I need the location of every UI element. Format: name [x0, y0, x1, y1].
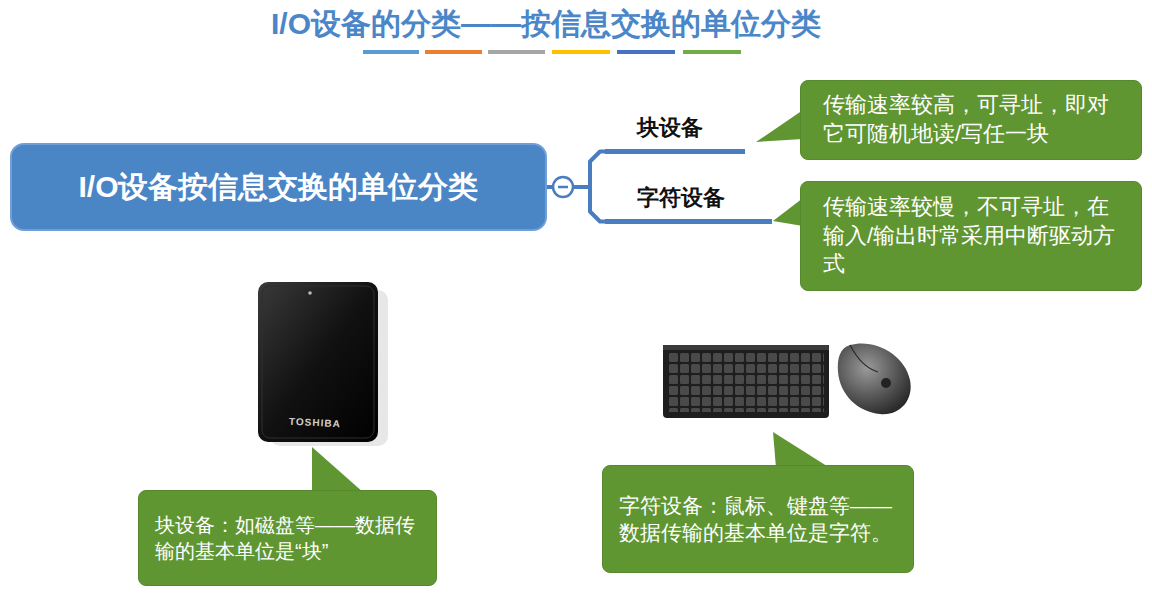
title-bar [425, 50, 482, 54]
page-title: I/O设备的分类——按信息交换的单位分类 [0, 4, 1092, 45]
mouse-seam [850, 345, 878, 372]
callout-tail [312, 447, 364, 493]
keyboard-top [663, 345, 829, 350]
callout-tail [756, 110, 803, 142]
title-bar [683, 50, 741, 54]
callout-tail [773, 198, 803, 226]
note-callout: 字符设备：鼠标、键盘等——数据传输的基本单位是字符。 [602, 465, 914, 573]
node-text: 字符设备 [637, 183, 772, 213]
disk-led [308, 291, 312, 295]
mouse-ball [881, 378, 891, 388]
node-text: 字符设备：鼠标、键盘等——数据传输的基本单位是字符。 [619, 492, 897, 547]
node-text: 传输速率较高，可寻址，即对它可随机地读/写任一块 [823, 91, 1119, 148]
callout-tail [773, 432, 830, 468]
mouse [838, 343, 911, 414]
title-bar [552, 50, 610, 54]
node-text: 块设备：如磁盘等——数据传输的基本单位是“块” [155, 512, 420, 564]
disk-edge [262, 286, 374, 438]
note-callout: 传输速率较慢，不可寻址，在输入/输出时常采用中断驱动方式 [800, 181, 1142, 291]
node-text: 传输速率较慢，不可寻址，在输入/输出时常采用中断驱动方式 [823, 193, 1119, 279]
branch-band: 块设备 [605, 106, 745, 154]
node-text: 块设备 [637, 113, 745, 143]
note-callout: 块设备：如磁盘等——数据传输的基本单位是“块” [138, 490, 437, 586]
title-bar [617, 50, 675, 54]
keyboard [663, 345, 829, 418]
title-bar [488, 50, 545, 54]
collapse-button [553, 177, 573, 197]
branch-band: 字符设备 [605, 176, 772, 224]
keyboard-keys [668, 352, 824, 412]
collapse-minus [558, 186, 568, 189]
hard-disk [258, 282, 378, 442]
node-text: I/O设备按信息交换的单位分类 [78, 167, 478, 208]
title-bar [363, 50, 419, 54]
note-callout: 传输速率较高，可寻址，即对它可随机地读/写任一块 [800, 80, 1142, 160]
category-box: I/O设备按信息交换的单位分类 [10, 143, 547, 231]
